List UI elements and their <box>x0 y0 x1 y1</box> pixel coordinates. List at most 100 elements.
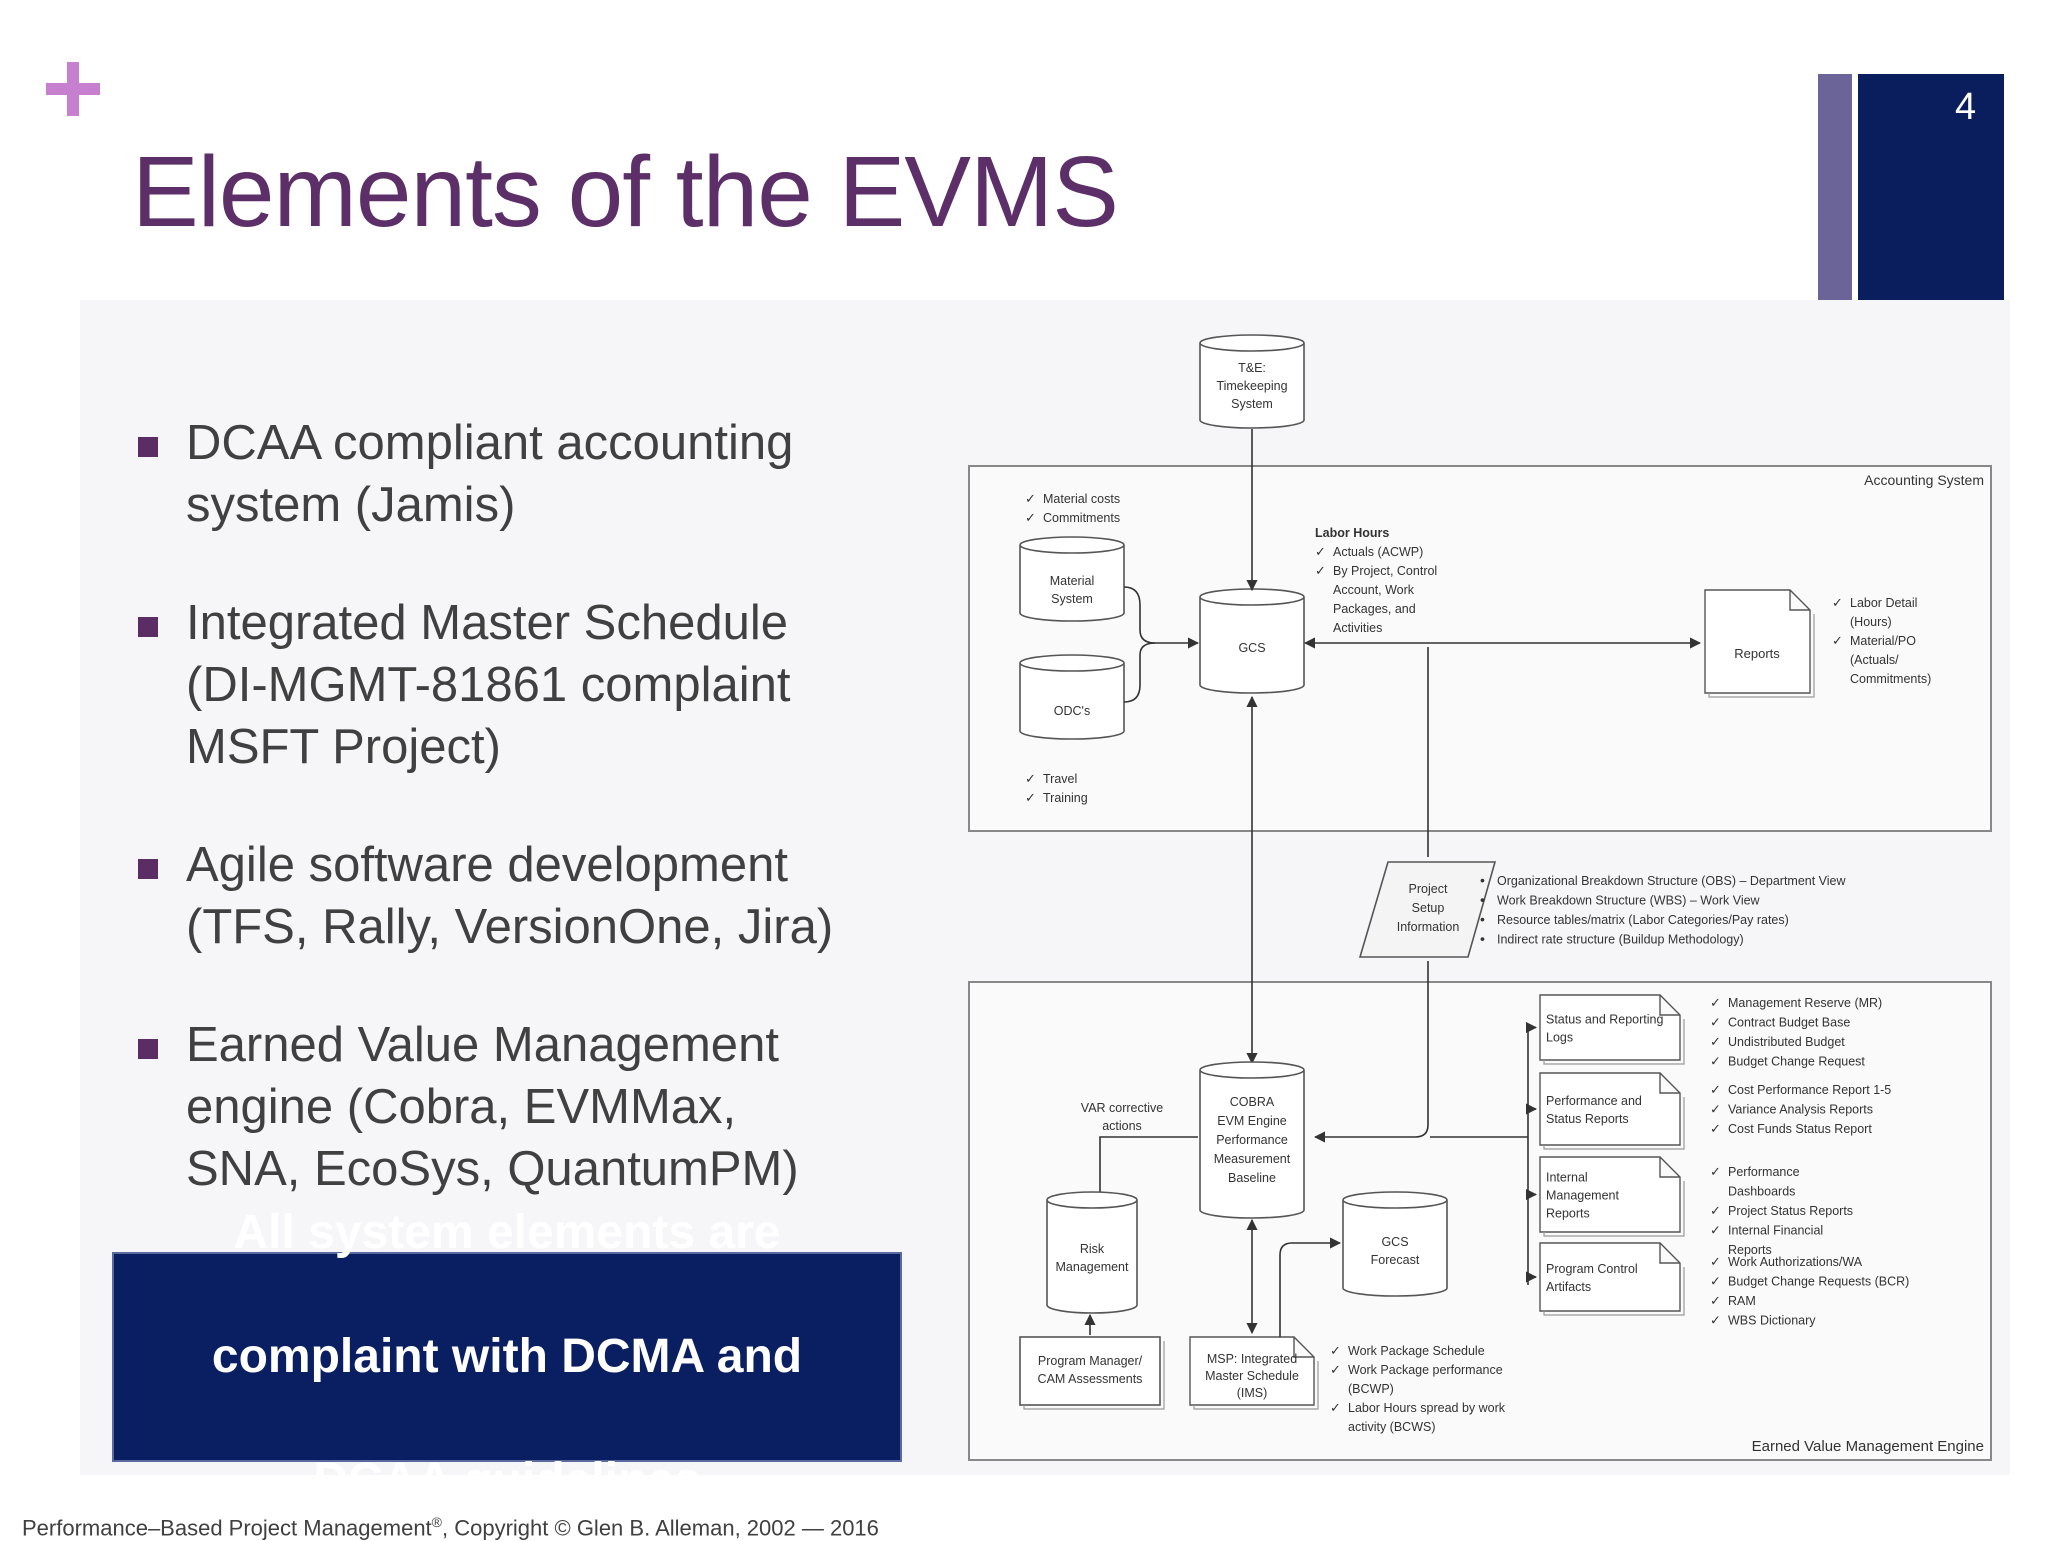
output-check-item: Cost Performance Report 1-5 <box>1728 1083 1891 1097</box>
msp-check-item: (BCWP) <box>1348 1382 1394 1396</box>
odc-label: ODC's <box>1054 704 1090 718</box>
output-document <box>1539 1072 1681 1146</box>
msp-ims-label: (IMS) <box>1237 1386 1268 1400</box>
bullet-item: Earned Value Management engine (Cobra, EV… <box>136 1014 916 1200</box>
timekeeping-system-cylinder <box>1199 334 1305 429</box>
timekeeping-system-label: System <box>1231 397 1273 411</box>
bullet-text: engine (Cobra, EVMMax, <box>186 1080 737 1134</box>
output-check-item: Undistributed Budget <box>1728 1035 1845 1049</box>
cobra-engine-label: COBRA <box>1230 1095 1275 1109</box>
bullet-icon: • <box>1480 931 1485 947</box>
output-check-item: Contract Budget Base <box>1728 1016 1850 1030</box>
check-icon: ✓ <box>1330 1400 1341 1415</box>
output-check-item: Internal Financial <box>1728 1224 1823 1238</box>
check-icon: ✓ <box>1710 1293 1721 1308</box>
check-icon: ✓ <box>1710 995 1721 1010</box>
bullet-icon: • <box>1480 872 1485 888</box>
check-icon: ✓ <box>1710 1102 1721 1117</box>
project-setup-label: Information <box>1397 920 1460 934</box>
check-icon: ✓ <box>1025 771 1036 786</box>
msp-check-item: Work Package performance <box>1348 1363 1503 1377</box>
material-check-item: Commitments <box>1043 511 1120 525</box>
var-actions-label: VAR corrective <box>1081 1101 1163 1115</box>
output-document <box>1539 1242 1681 1312</box>
material-system-cylinder <box>1019 536 1125 622</box>
project-setup-bullet: Work Breakdown Structure (WBS) – Work Vi… <box>1497 894 1761 908</box>
msp-ims-label: MSP: Integrated <box>1207 1352 1297 1366</box>
project-setup-parallelogram <box>1358 861 1497 958</box>
msp-check-item: activity (BCWS) <box>1348 1420 1436 1434</box>
output-document-label: Program Control <box>1546 1262 1638 1276</box>
report-check-item: Commitments) <box>1850 672 1931 686</box>
timekeeping-system-label: T&E: <box>1238 361 1266 375</box>
var-connector-line <box>1099 1136 1198 1200</box>
output-document-shadow <box>1543 1019 1685 1065</box>
material-check-item: Material costs <box>1043 492 1120 506</box>
labor-check-item: Actuals (ACWP) <box>1333 545 1423 559</box>
check-icon: ✓ <box>1710 1034 1721 1049</box>
check-icon: ✓ <box>1710 1164 1721 1179</box>
output-document-label: Internal <box>1546 1171 1588 1185</box>
labor-check-item: By Project, Control <box>1333 564 1437 578</box>
check-icon: ✓ <box>1025 510 1036 525</box>
bullet-item: Agile software development(TFS, Rally, V… <box>136 834 916 958</box>
bullet-square-icon <box>138 859 158 879</box>
bullet-square-icon <box>138 437 158 457</box>
labor-check-item: Packages, and <box>1333 602 1416 616</box>
accent-bar-light <box>1818 74 1852 326</box>
output-document-label: Status and Reporting <box>1546 1013 1663 1027</box>
cobra-engine-label: Measurement <box>1214 1152 1291 1166</box>
accounting-system-label: Accounting System <box>1864 472 1984 488</box>
output-check-item: Budget Change Request <box>1728 1055 1865 1069</box>
check-icon: ✓ <box>1710 1274 1721 1289</box>
output-document-shadow <box>1543 1097 1685 1150</box>
check-icon: ✓ <box>1710 1015 1721 1030</box>
gcs-forecast-label: Forecast <box>1371 1253 1420 1267</box>
callout-line: DCAA guidelines <box>313 1454 701 1507</box>
material-to-gcs-arrow <box>1123 586 1200 649</box>
output-document-label: Status Reports <box>1546 1112 1629 1126</box>
bullet-text: Earned Value Management <box>186 1018 779 1072</box>
output-document-label: Reports <box>1546 1207 1590 1221</box>
gcs-forecast-label: GCS <box>1381 1235 1408 1249</box>
check-icon: ✓ <box>1025 491 1036 506</box>
cobra-engine-label: Baseline <box>1228 1171 1276 1185</box>
accounting-system-box <box>968 465 1992 832</box>
callout-line: All system elements are <box>233 1206 781 1259</box>
slide-title: Elements of the EVMS <box>132 136 1119 248</box>
check-icon: ✓ <box>1710 1203 1721 1218</box>
output-check-item: Management Reserve (MR) <box>1728 996 1882 1010</box>
evm-engine-label: Earned Value Management Engine <box>1752 1438 1984 1455</box>
output-check-item: Project Status Reports <box>1728 1204 1853 1218</box>
bullet-icon: • <box>1480 892 1485 908</box>
cobra-engine-cylinder <box>1199 1061 1305 1219</box>
material-system-label: Material <box>1050 574 1094 588</box>
project-setup-bullet: Indirect rate structure (Buildup Methodo… <box>1497 933 1744 947</box>
timekeeping-system-label: Timekeeping <box>1216 379 1287 393</box>
odc-to-gcs-line <box>1123 642 1156 703</box>
output-document <box>1539 994 1681 1061</box>
bullet-text: Agile software development <box>186 838 788 892</box>
program-manager-label: Program Manager/ <box>1038 1354 1143 1368</box>
footer: Performance–Based Project Management®, C… <box>22 1514 879 1541</box>
output-document-shadow <box>1543 1267 1685 1316</box>
bullet-text: MSFT Project) <box>186 720 501 774</box>
cobra-engine-label: EVM Engine <box>1217 1114 1287 1128</box>
bullet-item: Integrated Master Schedule(DI-MGMT-81861… <box>136 592 916 778</box>
report-check-item: Labor Detail <box>1850 596 1917 610</box>
bullet-text: (DI-MGMT-81861 complaint <box>186 658 791 712</box>
output-check-item: Reports <box>1728 1243 1772 1257</box>
output-check-item: WBS Dictionary <box>1728 1314 1816 1328</box>
bullet-text: system (Jamis) <box>186 478 516 532</box>
footer-copyright: , Copyright © Glen B. Alleman, 2002 — 20… <box>442 1515 879 1541</box>
output-check-item: Work Authorizations/WA <box>1728 1255 1863 1269</box>
check-icon: ✓ <box>1330 1343 1341 1358</box>
gcs-label: GCS <box>1238 641 1265 655</box>
check-icon: ✓ <box>1832 595 1843 610</box>
output-document-shadow <box>1543 1181 1685 1237</box>
reports-document-shadow <box>1708 614 1815 698</box>
report-check-item: (Actuals/ <box>1850 653 1899 667</box>
